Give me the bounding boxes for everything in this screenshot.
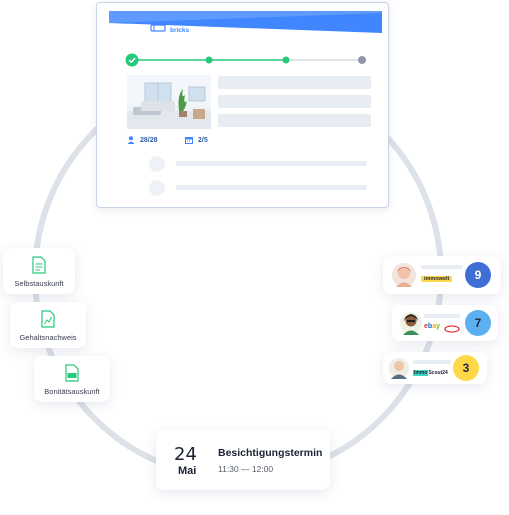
person-icon xyxy=(127,136,135,144)
portal-logo: ImmoScout24 xyxy=(413,370,448,376)
list-item-avatar xyxy=(149,180,165,196)
placeholder-bar xyxy=(176,161,367,166)
appointments-count: 2/5 xyxy=(185,136,208,144)
avatar xyxy=(389,358,409,379)
list-item-avatar xyxy=(149,156,165,172)
placeholder-bar xyxy=(176,185,367,190)
applicants-count: 28/28 xyxy=(127,136,158,144)
appointment-title: Besichtigungstermin xyxy=(218,447,323,459)
appointments-value: 2/5 xyxy=(198,136,208,144)
portal-card-immowelt[interactable]: immowelt 9 xyxy=(383,256,501,294)
appointment-day: 24 xyxy=(174,444,197,465)
step-1-complete xyxy=(125,53,139,67)
avatar xyxy=(400,312,422,335)
ebay-swoosh-icon xyxy=(444,325,460,333)
progress-stepper xyxy=(125,53,366,67)
document-label: Gehaltsnachweis xyxy=(19,333,77,342)
app-window: vivid bricks xyxy=(96,2,389,208)
document-icon xyxy=(32,256,46,274)
placeholder-bar xyxy=(218,76,371,89)
portal-logo: ebay xyxy=(424,323,440,330)
portal-card-immoscout[interactable]: ImmoScout24 3 xyxy=(383,352,487,384)
document-label: Selbstauskunft xyxy=(14,279,64,288)
portal-logo-mark: Immo xyxy=(413,370,429,376)
apartment-photo xyxy=(127,75,211,129)
step-3 xyxy=(282,56,290,64)
count-badge: 9 xyxy=(465,262,491,288)
count-badge: 3 xyxy=(453,355,479,381)
placeholder-bar xyxy=(421,265,463,269)
appointment-month: Mai xyxy=(178,465,197,477)
avatar xyxy=(392,263,416,287)
pdf-document-icon xyxy=(65,364,79,382)
portal-card-ebay[interactable]: ebay 7 xyxy=(392,305,498,341)
applicants-value: 28/28 xyxy=(140,136,158,144)
count-badge: 7 xyxy=(465,310,491,336)
document-card-selbstauskunft[interactable]: Selbstauskunft xyxy=(3,248,75,294)
logo-text: vivid bricks xyxy=(170,20,190,34)
placeholder-bar xyxy=(424,314,460,318)
placeholder-bar xyxy=(218,114,371,127)
document-chart-icon xyxy=(41,310,55,328)
placeholder-bar xyxy=(218,95,371,108)
portal-logo: immowelt xyxy=(421,276,453,282)
placeholder-bar xyxy=(413,360,451,364)
calendar-icon xyxy=(185,137,193,144)
appointment-time: 11:30 — 12:00 xyxy=(218,464,274,474)
logo-icon xyxy=(150,24,166,32)
check-icon xyxy=(128,57,136,64)
portal-logo-rest: Scout24 xyxy=(428,370,448,376)
step-4 xyxy=(358,56,366,64)
vividbricks-logo: vivid bricks xyxy=(150,20,189,34)
document-label: Bonitätsauskunft xyxy=(44,387,100,396)
appointment-card[interactable]: 24 Mai Besichtigungstermin 11:30 — 12:00 xyxy=(156,430,330,490)
app-header-banner xyxy=(109,11,382,33)
step-2 xyxy=(205,56,213,64)
document-card-gehaltsnachweis[interactable]: Gehaltsnachweis xyxy=(10,302,86,348)
document-card-bonitaetsauskunft[interactable]: Bonitätsauskunft xyxy=(34,356,110,402)
